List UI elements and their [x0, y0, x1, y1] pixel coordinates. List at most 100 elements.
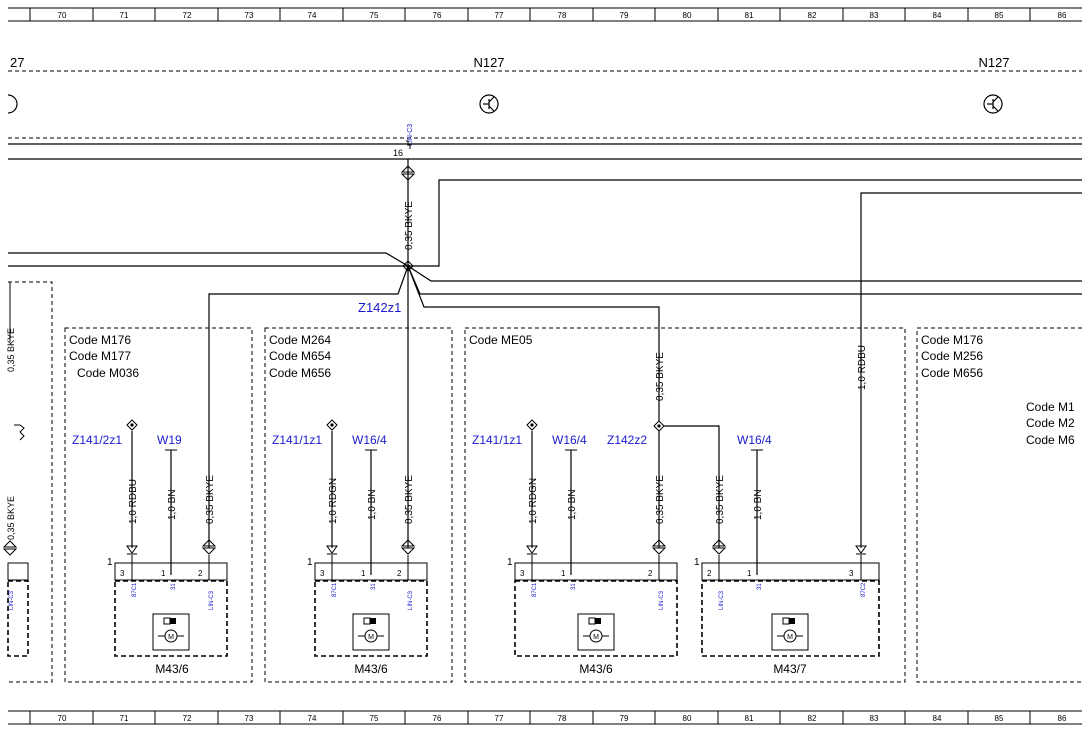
component-label-m43-6: M43/6	[579, 662, 613, 676]
component-label-m43-7: M43/7	[773, 662, 807, 676]
ruler-cell: 85	[995, 714, 1004, 723]
code-label: Code M264	[269, 333, 331, 347]
ruler-cell: 78	[558, 11, 567, 20]
wire-label: 0,35 BKYE	[655, 352, 666, 401]
splice-label-z142z2: Z142z2	[607, 433, 647, 447]
pin-label: 87C1	[332, 582, 338, 597]
pin-one: 1	[107, 557, 113, 568]
ruler-cell: 86	[1058, 714, 1067, 723]
connector-point-icon	[326, 419, 338, 431]
motor-icon	[352, 613, 390, 651]
ruler-cell: 81	[745, 11, 754, 20]
wire-harness-label: W16/4	[737, 433, 772, 447]
pin-number: 2	[198, 569, 203, 578]
wire-label: 0,35 BKYE	[6, 496, 16, 540]
pin-label: 87C1	[132, 582, 138, 597]
code-label: Code M256	[921, 349, 983, 363]
code-label: Code M1	[1026, 400, 1075, 414]
ruler-cell: 78	[558, 714, 567, 723]
pin-label: 31	[171, 583, 177, 590]
ruler-cell: 74	[308, 11, 317, 20]
pin-number: 1	[161, 569, 166, 578]
wire-label: 1,0 RDGN	[328, 478, 339, 524]
code-label: Code M177	[69, 349, 131, 363]
ruler-cell: 73	[245, 714, 254, 723]
code-label: Code M036	[77, 366, 139, 380]
wire-label: 1,0 RDBU	[857, 345, 868, 390]
wire-label: 1,0 BN	[753, 489, 764, 520]
ruler-cell: 74	[308, 714, 317, 723]
ruler-cell: 85	[995, 11, 1004, 20]
pin-number: 2	[707, 569, 712, 578]
wire-label: 0,35 BKYE	[404, 201, 415, 250]
ruler-cell: 71	[120, 714, 129, 723]
option-box-2: Code M264 Code M654 Code M656 Z141/1z1 W…	[264, 327, 453, 683]
bus-wires	[8, 143, 1082, 548]
connector-label: Z141/1z1	[472, 433, 522, 447]
unit-label-n127-right: N127	[978, 55, 1009, 70]
ruler-cell: 84	[933, 714, 942, 723]
motor-icon	[577, 613, 615, 651]
ruler-cell: 76	[433, 714, 442, 723]
ruler-cell: 81	[745, 714, 754, 723]
pin-label: 87C1	[532, 582, 538, 597]
pin-one: 1	[507, 557, 513, 568]
option-box-3: Code ME05 0,35 BKYE Z142z2 Z141/1z1 W16/…	[464, 327, 906, 683]
pin-label: 31	[571, 583, 577, 590]
code-label: Code M654	[269, 349, 331, 363]
pin-number: 3	[849, 569, 854, 578]
motor-icon	[771, 613, 809, 651]
wire-label: 1,0 RDBU	[128, 479, 139, 524]
wire-label: 0,35 BKYE	[205, 475, 216, 524]
component-label-m43-6: M43/6	[354, 662, 388, 676]
ruler-cell: 70	[58, 11, 67, 20]
pin-number-16: 16	[393, 148, 403, 158]
pin-number: 2	[397, 569, 402, 578]
code-label: Code M6	[1026, 433, 1075, 447]
wire-harness-label: W16/4	[352, 433, 387, 447]
pin-label: LIN-C3	[719, 590, 725, 610]
top-ruler: 70 71 72 73 74 75 76 77 78 79 80 81 82 8…	[8, 7, 1082, 22]
wire-label: 1,0 RDGN	[528, 478, 539, 524]
code-label: Code ME05	[469, 333, 533, 347]
transistor-icon	[479, 94, 499, 114]
wire-label: 1,0 BN	[367, 489, 378, 520]
ruler-cell: 77	[495, 714, 504, 723]
connector-label: Z141/2z1	[72, 433, 122, 447]
option-box-4: Code M176 Code M256 Code M656 Code M1 Co…	[916, 327, 1082, 683]
component-label-m43-6: M43/6	[155, 662, 189, 676]
unit-label-left: 27	[10, 55, 24, 70]
ruler-cell: 80	[683, 714, 692, 723]
wire-label: 1,0 BN	[167, 489, 178, 520]
ruler-cell: 71	[120, 11, 129, 20]
left-partial-box: 0,35 BKYE 0,35 BKYE LIN-C3	[3, 281, 53, 683]
pin-label: LIN-C3	[659, 590, 665, 610]
ruler-cell: 70	[58, 714, 67, 723]
pin-number: 3	[320, 569, 325, 578]
splice-point-icon	[653, 420, 665, 432]
splice-label-z142z1: Z142z1	[358, 300, 401, 315]
pin-number: 1	[561, 569, 566, 578]
ruler-cell: 84	[933, 11, 942, 20]
ruler-cell: 86	[1058, 11, 1067, 20]
pin-one: 1	[694, 557, 700, 568]
wire-label: 0,35 BKYE	[655, 475, 666, 524]
unit-label-n127: N127	[473, 55, 504, 70]
transistor-icon	[983, 94, 1003, 114]
ruler-cell: 73	[245, 11, 254, 20]
pin-number: 2	[648, 569, 653, 578]
pin-label: 31	[371, 583, 377, 590]
motor-icon	[152, 613, 190, 651]
ruler-cell: 82	[808, 714, 817, 723]
transistor-icon	[7, 94, 18, 114]
pin-label: LIN-C3	[9, 590, 15, 610]
wire-harness-label: W16/4	[552, 433, 587, 447]
code-label: Code M656	[269, 366, 331, 380]
pin-label-lin-c3: LIN-C3	[407, 124, 414, 146]
ruler-cell: 72	[183, 714, 192, 723]
ruler-cell: 82	[808, 11, 817, 20]
pin-number: 3	[520, 569, 525, 578]
pin-label: 87C2	[861, 582, 867, 597]
wire-harness-label: W19	[157, 433, 182, 447]
code-label: Code M2	[1026, 416, 1075, 430]
